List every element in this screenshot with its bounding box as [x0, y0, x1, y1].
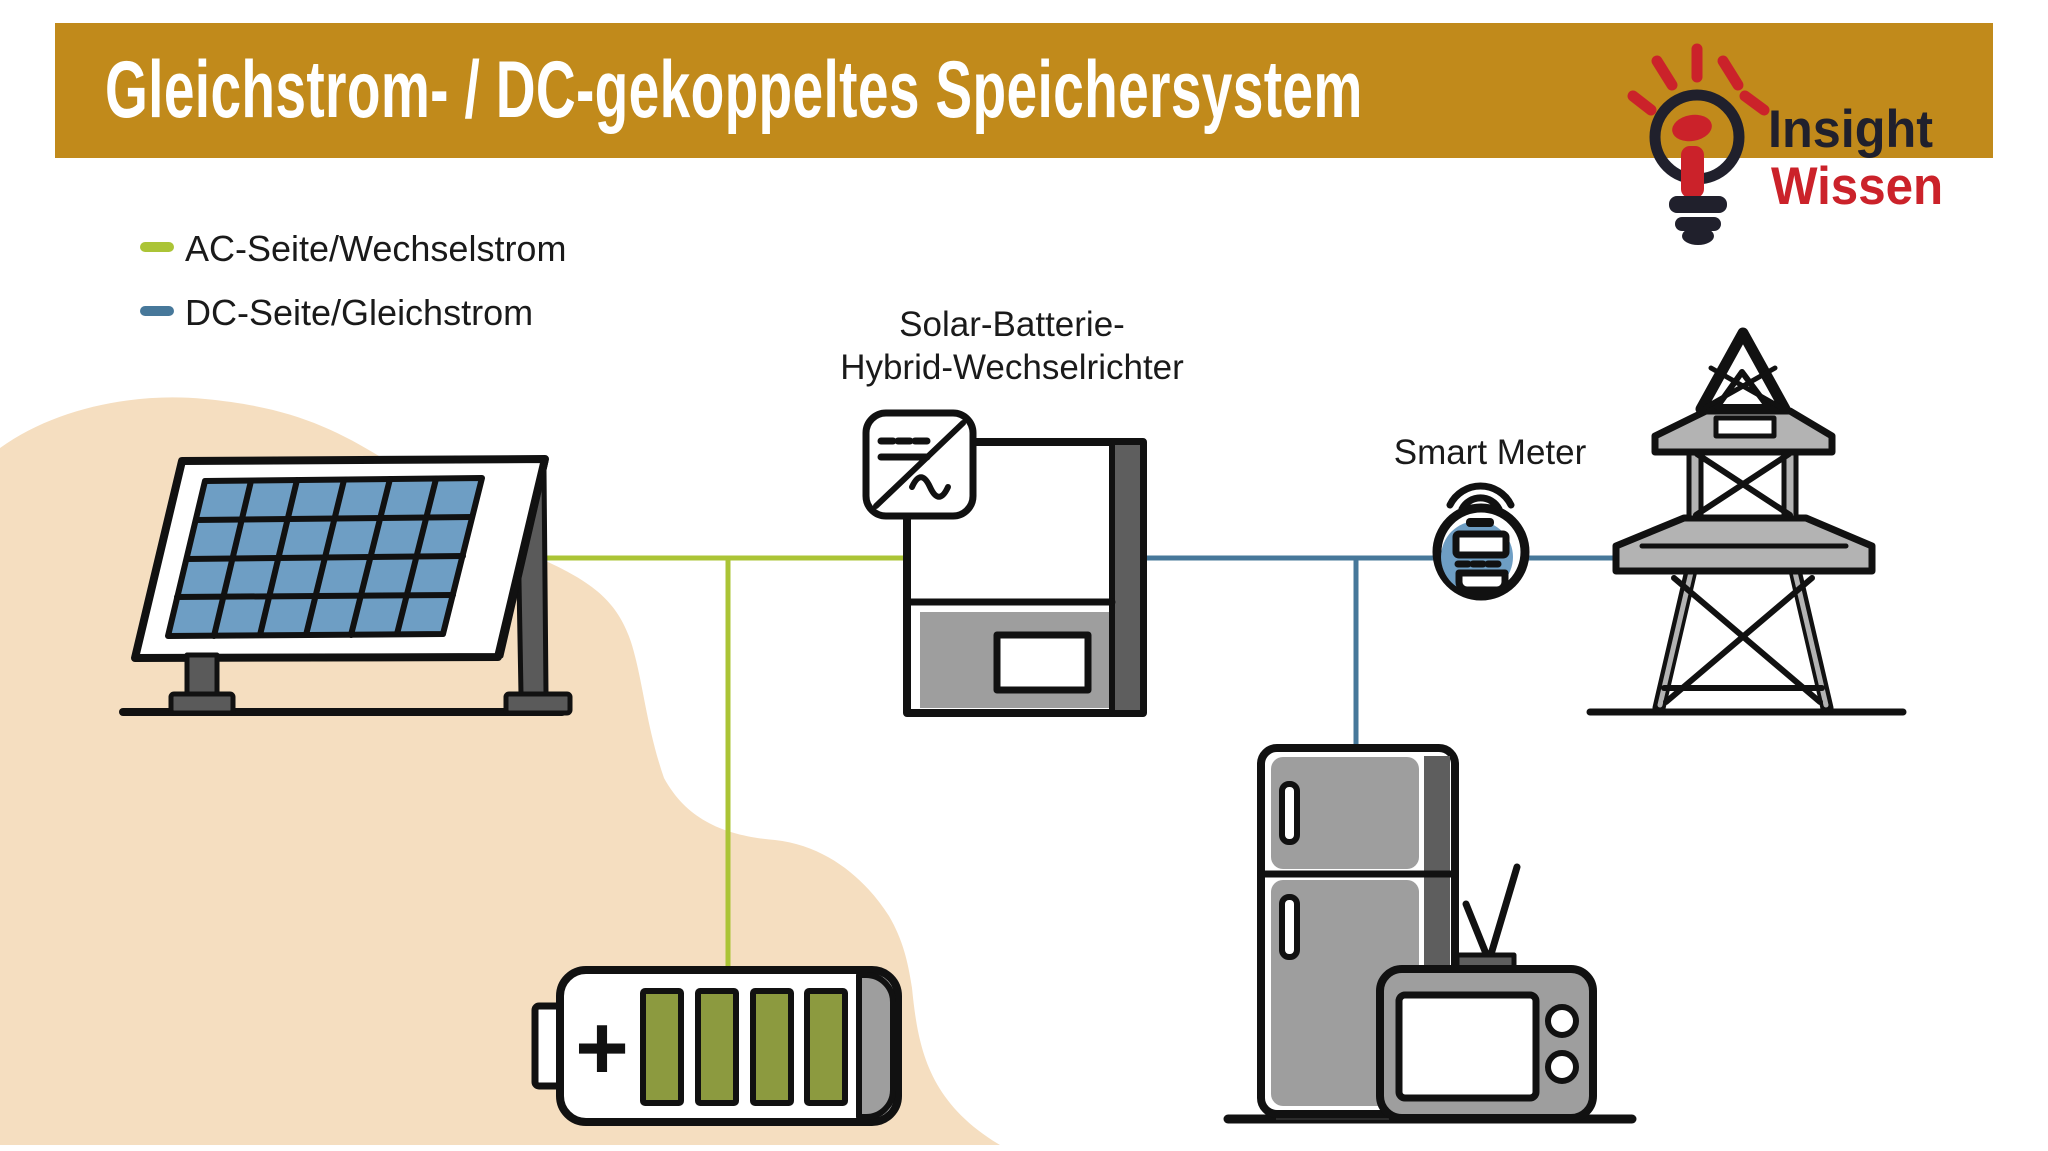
bulb-base-tip — [1682, 227, 1714, 245]
inverter-label-line1: Solar-Batterie- — [899, 305, 1125, 344]
meter-base — [1455, 569, 1509, 594]
tv-knob-bottom — [1545, 1050, 1579, 1084]
solar-panel-illustration — [119, 455, 573, 716]
legend-label-dc: DC-Seite/Gleichstrom — [185, 292, 534, 333]
dc-color-swatch — [140, 306, 174, 316]
meter-top-bar — [1466, 518, 1494, 527]
panel-back-foot — [503, 691, 573, 716]
fridge-illustration — [1257, 744, 1459, 1120]
battery-charge-bars — [640, 988, 848, 1106]
battery-plus-sign: + — [575, 997, 629, 1099]
bulb-base-top — [1669, 196, 1727, 213]
panel-front-foot — [168, 691, 236, 716]
page-title: Gleichstrom- / DC-gekoppeltes Speichersy… — [105, 45, 1363, 135]
inverter-display — [993, 631, 1092, 694]
tower-mid-bracing — [1693, 451, 1793, 518]
panel-grid-lines — [165, 475, 485, 639]
fridge-handle-top — [1279, 781, 1300, 845]
insight-wissen-logo — [1627, 43, 1770, 245]
title-banner: Gleichstrom- / DC-gekoppeltes Speichersy… — [55, 23, 1993, 158]
wifi-icon — [1446, 482, 1515, 513]
info-stem-icon — [1681, 146, 1704, 198]
fridge-handle-bottom — [1279, 894, 1300, 960]
legend-label-ac: AC-Seite/Wechselstrom — [185, 228, 567, 269]
tv-antenna-right — [1485, 863, 1521, 965]
battery-end-cap — [856, 972, 896, 1120]
meter-display — [1452, 530, 1510, 559]
connection-lines — [540, 555, 1622, 974]
smart-meter-label: Smart Meter — [1393, 433, 1587, 472]
ac-sine-symbol — [909, 474, 951, 500]
tower-lower-bracing — [1661, 575, 1825, 705]
smart-meter-illustration — [1432, 482, 1530, 601]
info-dot-icon — [1672, 114, 1712, 142]
inverter-symbol-badge — [862, 409, 977, 520]
brand-name-wissen: Wissen — [1771, 157, 1944, 216]
inverter-side-strip — [1109, 439, 1146, 716]
tv-screen — [1395, 991, 1540, 1102]
bulb-base-mid — [1675, 217, 1721, 231]
panel-front-leg — [184, 652, 220, 700]
tv-illustration — [1376, 863, 1597, 1122]
ac-color-swatch — [140, 242, 174, 252]
tower-upper-arm-notch — [1713, 415, 1777, 439]
tower-mid-post-left — [1686, 447, 1704, 521]
tower-peak-inner — [1714, 369, 1771, 410]
hybrid-inverter-illustration — [862, 409, 1147, 717]
inverter-label-line2: Hybrid-Wechselrichter — [840, 348, 1184, 387]
brand-name-insight: Insight — [1768, 100, 1934, 159]
tv-antenna-left — [1462, 900, 1493, 965]
power-grid-tower-illustration — [1586, 327, 1907, 716]
inverter-label: Solar-Batterie- Hybrid-Wechselrichter — [742, 303, 1282, 389]
tv-knob-top — [1545, 1004, 1579, 1038]
tower-peak-bracing — [1703, 365, 1783, 410]
lightbulb-rays-icon — [1627, 43, 1770, 116]
dc-symbol — [877, 437, 931, 461]
tower-mid-post-right — [1781, 447, 1799, 521]
fridge-top-door — [1271, 757, 1419, 869]
battery-illustration: + — [531, 966, 902, 1126]
